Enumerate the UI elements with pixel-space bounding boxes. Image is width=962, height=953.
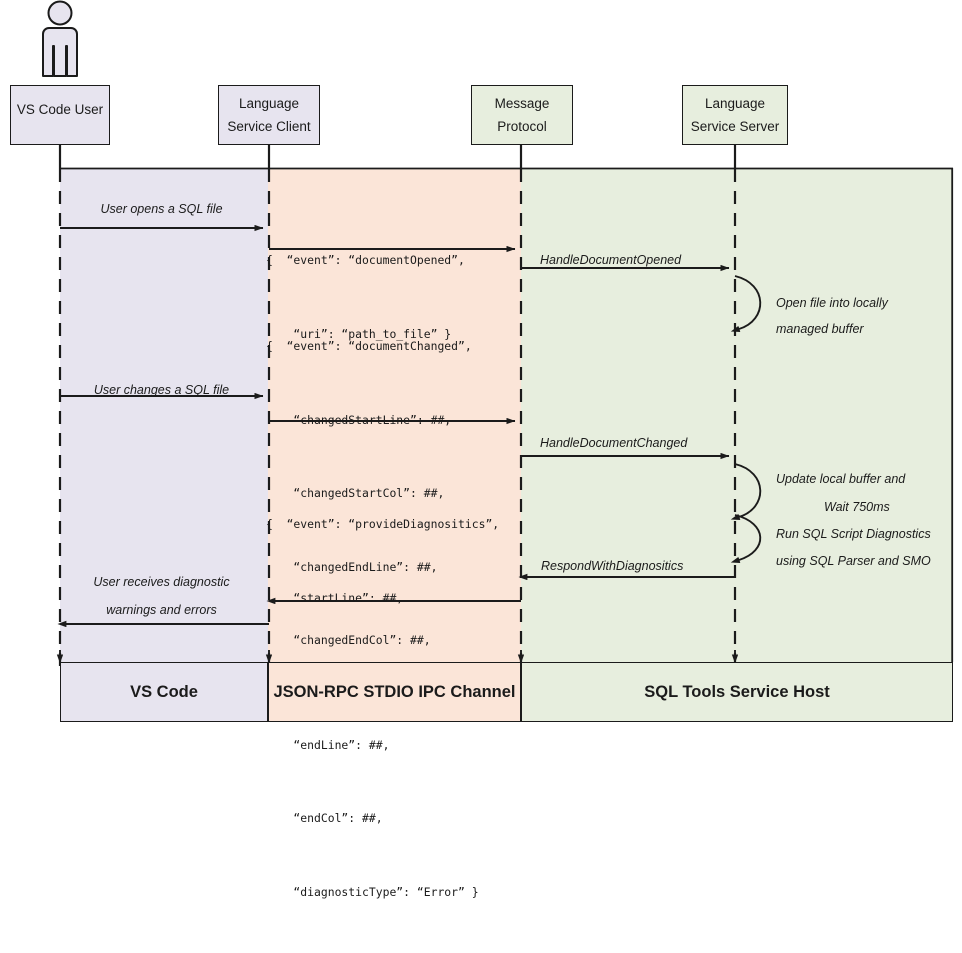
json-line: “endLine”: ##, <box>266 737 390 752</box>
note-open-file-line1: Open file into locally <box>776 296 888 310</box>
json-line: “changedEndCol”: ##, <box>266 633 431 647</box>
band-sqltools <box>521 168 953 662</box>
participant-label-line1: Language <box>704 95 766 111</box>
json-line: “changedEndLine”: ##, <box>266 559 438 574</box>
message-label-handle-document-changed: HandleDocumentChanged <box>540 436 688 450</box>
json-line: “changedStartLine”: ##, <box>266 412 452 427</box>
message-label-user-receives-line2: warnings and errors <box>106 603 217 617</box>
note-run-diagnostics-line2: using SQL Parser and SMO <box>776 554 931 568</box>
band-vscode <box>60 168 268 662</box>
json-payload-document-opened: { “event”: “documentOpened”, “uri”: “pat… <box>266 199 465 395</box>
band-jsonrpc <box>268 168 521 662</box>
json-line: “endCol”: ##, <box>266 811 383 825</box>
participant-box-vscode-user[interactable]: VS Code User <box>10 85 110 145</box>
arc-run-diagnostics <box>730 514 762 563</box>
participant-label-line2: Service Client <box>227 119 311 134</box>
participant-label-line2: Protocol <box>497 119 547 134</box>
json-line: “diagnosticType”: “Error” } <box>266 884 479 899</box>
message-label-user-opens: User opens a SQL file <box>100 202 223 216</box>
json-line: “changedStartCol”: ##, <box>266 486 445 500</box>
note-open-file-line2: managed buffer <box>776 322 864 336</box>
message-label-user-receives-line1: User receives diagnostic <box>93 575 230 589</box>
diagram-canvas <box>42 0 954 670</box>
participant-label-line1: Language <box>238 95 300 111</box>
participant-box-lang-client[interactable]: Language Service Client <box>218 85 320 145</box>
lifelines <box>58 145 737 670</box>
participant-label-line1: VS Code User <box>16 102 104 118</box>
json-line: { “event”: “documentOpened”, <box>266 253 465 267</box>
message-label-user-changes: User changes a SQL file <box>93 383 230 397</box>
participant-box-lang-server[interactable]: Language Service Server <box>682 85 788 145</box>
footer-box-jsonrpc[interactable]: JSON-RPC STDIO IPC Channel <box>268 662 521 722</box>
participant-box-msg-protocol[interactable]: Message Protocol <box>471 85 573 145</box>
vs-code-user-figure <box>42 0 78 77</box>
json-payload-document-changed: { “event”: “documentChanged”, “changedSt… <box>266 285 499 775</box>
footer-box-vscode[interactable]: VS Code <box>60 662 268 722</box>
json-line: “startLine”: ##, <box>266 590 404 605</box>
message-label-respond-with-diagnostics: RespondWithDiagnositics <box>541 559 684 573</box>
message-label-handle-document-opened: HandleDocumentOpened <box>540 253 682 267</box>
json-line: { “event”: “provideDiagnositics”, <box>266 517 500 531</box>
footer-label: VS Code <box>130 682 198 701</box>
sequence-diagram: VS Code User Language Service Client Mes… <box>10 0 954 899</box>
json-line: { “event”: “documentChanged”, <box>266 339 472 353</box>
participant-label-line1: Message <box>494 95 550 111</box>
note-run-diagnostics-line1: Run SQL Script Diagnostics <box>776 527 931 541</box>
json-line: “uri”: “path_to_file” } <box>266 326 452 341</box>
note-update-buffer-line1: Update local buffer and <box>776 472 906 486</box>
footer-label: JSON-RPC STDIO IPC Channel <box>273 682 516 701</box>
note-update-buffer-line2: Wait 750ms <box>824 500 890 514</box>
arc-open-file-into-buffer <box>730 275 762 332</box>
footer-box-sqltools[interactable]: SQL Tools Service Host <box>521 662 953 722</box>
background-bands <box>60 167 954 662</box>
footer-terminators <box>56 650 739 664</box>
participant-label-line2: Service Server <box>690 119 780 134</box>
arc-update-buffer-wait <box>730 463 762 520</box>
message-arrows <box>57 224 762 628</box>
footer-label: SQL Tools Service Host <box>644 682 830 701</box>
